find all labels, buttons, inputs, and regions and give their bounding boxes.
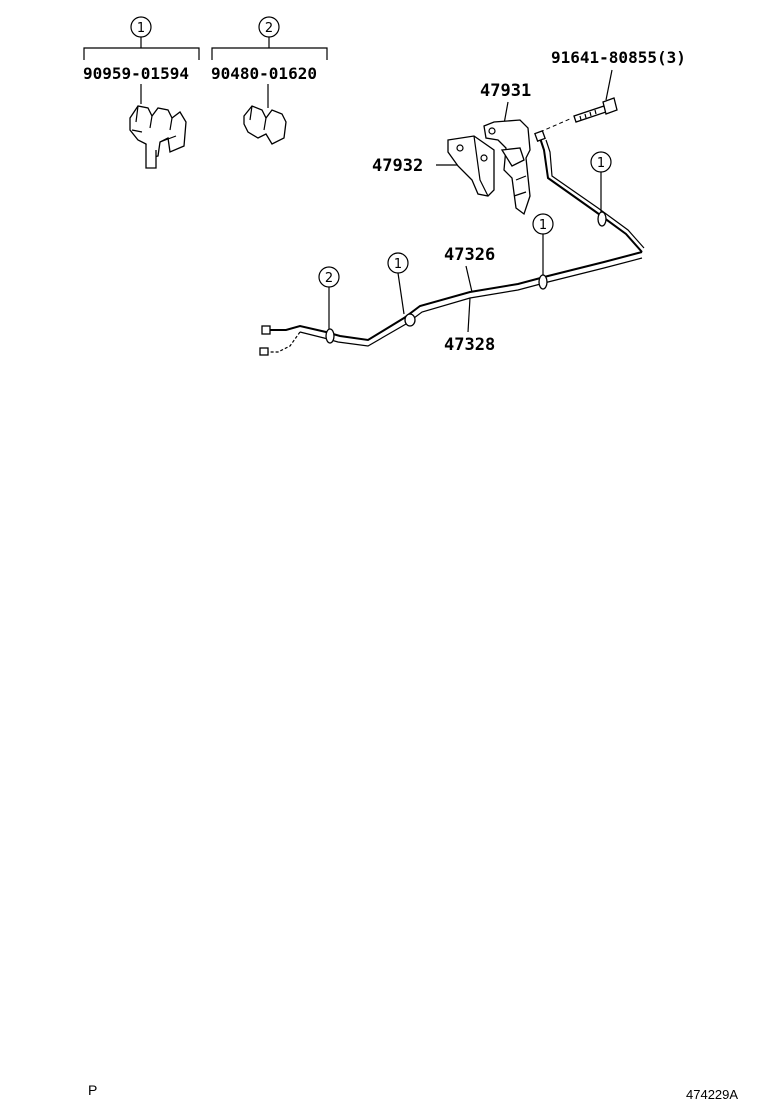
tube-clip-marker [325, 328, 335, 344]
bolt-group: 91641-80855(3) [539, 48, 686, 133]
part-number-label[interactable]: 90480-01620 [211, 64, 317, 83]
bolt-axis [539, 117, 573, 133]
tube-callout-b: 1 [532, 213, 554, 275]
callout-number: 1 [137, 21, 145, 36]
footer-left-code: P [88, 1082, 98, 1098]
tube-clip-marker [538, 274, 548, 290]
bracket-lower-group: 47932 [372, 135, 495, 197]
clip-icon[interactable] [243, 105, 287, 145]
svg-text:2: 2 [325, 271, 333, 286]
part-number-label[interactable]: 47932 [372, 156, 423, 176]
part-number-label[interactable]: 91641-80855(3) [551, 48, 686, 67]
tube-callout-d: 2 [318, 266, 340, 329]
clip-icon[interactable] [129, 105, 187, 169]
tube-clip-marker [597, 211, 607, 227]
bolt-icon[interactable] [573, 97, 618, 123]
diagram-id: 474229A [686, 1087, 739, 1102]
svg-text:1: 1 [597, 156, 605, 171]
tube-assembly[interactable] [259, 130, 645, 356]
bracket-upper-group: 47931 [480, 81, 531, 216]
clip-1-reference: 1 90959-01594 [83, 16, 200, 169]
tube-callout-a: 1 [590, 151, 612, 212]
tube-end-fitting [534, 130, 546, 142]
svg-text:1: 1 [539, 218, 547, 233]
part-number-label[interactable]: 47931 [480, 81, 531, 101]
tube-clip-marker [404, 313, 416, 327]
part-number-label[interactable]: 90959-01594 [83, 64, 189, 83]
part-number-label[interactable]: 47328 [444, 335, 495, 355]
bracket-line [83, 47, 200, 60]
bracket-line [211, 47, 328, 60]
clip-2-reference: 2 90480-01620 [211, 16, 328, 145]
bracket-lower-icon[interactable] [447, 135, 495, 197]
callout-number: 2 [265, 21, 273, 36]
tube-end-fitting [259, 347, 269, 356]
svg-text:1: 1 [394, 257, 402, 272]
part-number-label[interactable]: 47326 [444, 245, 495, 265]
bracket-upper-icon[interactable] [483, 119, 531, 216]
tube-callout-c: 1 [387, 252, 409, 315]
tube-end-fitting [261, 325, 271, 335]
